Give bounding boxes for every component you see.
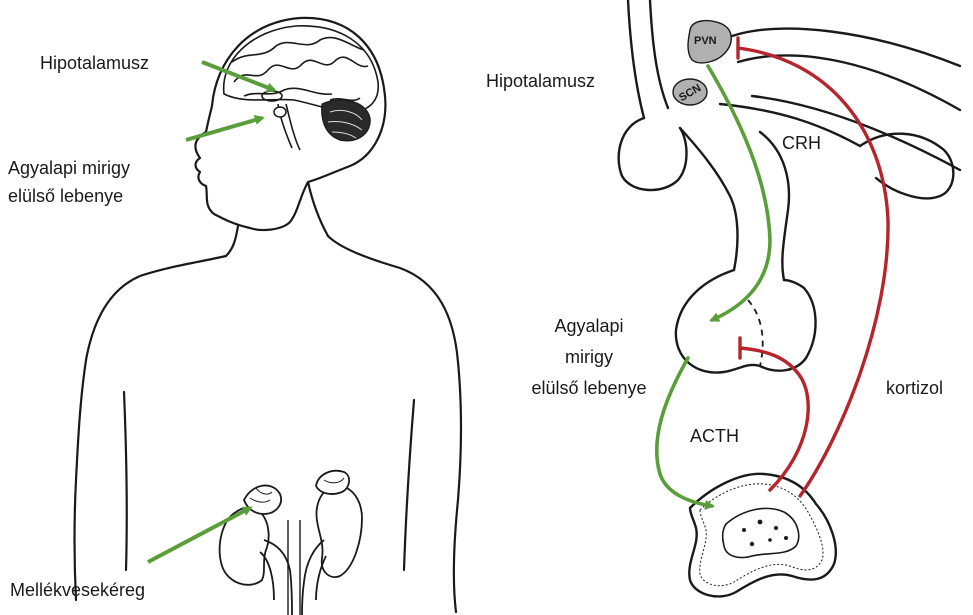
label-pituitary-right-line1: Agyalapi [504,314,674,338]
crh-arrow [708,66,770,320]
cortisol-to-pvn-line [738,48,888,496]
left-arrows [148,62,274,562]
label-cortisol: kortizol [886,376,943,400]
label-adrenal-cortex: Mellékvesekéreg [10,578,145,602]
label-hypothalamus-right: Hipotalamusz [486,69,595,93]
label-pituitary-right-line2: mirigy [504,345,674,369]
scn-nucleus: SCN [673,79,707,105]
human-silhouette [75,18,462,612]
adrenal-gland-schematic [689,474,836,597]
label-pituitary-left-line2: elülső lebenye [8,184,123,208]
pvn-nucleus: PVN [688,21,731,63]
label-hypothalamus-left: Hipotalamusz [40,51,149,75]
cortisol-feedback [738,38,888,496]
kidney-left [220,485,292,615]
pituitary-lobe-divider [748,300,763,366]
label-crh: CRH [782,131,821,155]
pvn-label: PVN [694,35,717,47]
label-pituitary-right-line3: elülső lebenye [504,376,674,400]
pituitary-small [274,107,286,117]
label-pituitary-left-line1: Agyalapi mirigy [8,156,130,180]
arrow-to-hypothalamus [202,62,274,90]
arrow-to-pituitary [186,118,262,140]
kidney-right [302,471,362,615]
label-acth: ACTH [690,424,739,448]
cerebellum [322,100,370,141]
